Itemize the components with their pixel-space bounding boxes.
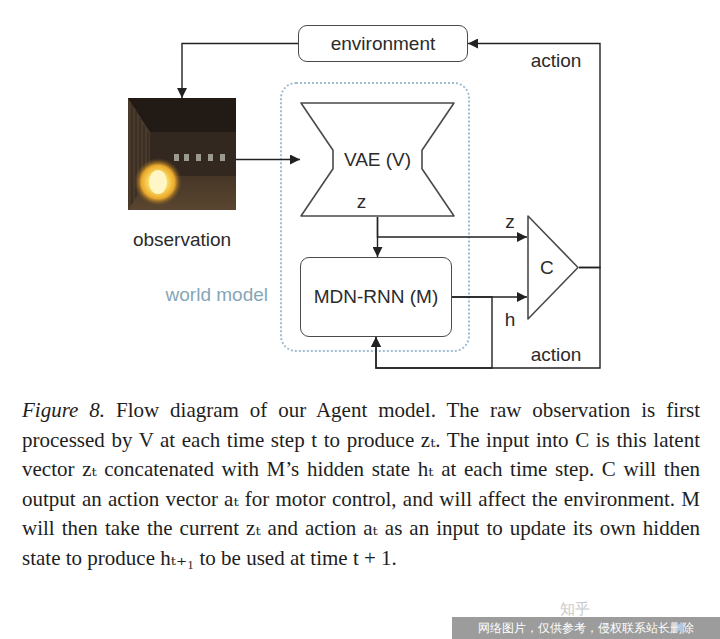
controller-triangle: C [527,215,579,320]
distant-item [174,154,179,161]
connector-arrow [468,44,600,268]
node-label: C [540,257,554,279]
caption-lead: Figure 8. [22,398,105,422]
edge-label: action [531,50,582,72]
edge-label: action [531,344,582,366]
node-label: environment [331,33,436,55]
triangle-shape [528,216,578,319]
node-label: VAE (V) [300,149,455,171]
connector-arrow [376,268,600,369]
watermark: 网络图片，仅供参考，侵权联系站长删除 [452,617,720,639]
connector-arrow [378,217,528,237]
rnn-box: MDN-RNN (M) [300,257,452,337]
wall-seam [132,104,133,204]
connector-arrow [376,297,492,368]
figure-caption: Figure 8. Flow diagram of our Agent mode… [22,396,700,573]
edge-label: h [505,309,516,331]
world-model-group: world modelVAE (V)MDN-RNN (M) [280,82,470,352]
frame-background [128,98,236,210]
node-label: world model [130,284,268,306]
vae-hourglass: VAE (V) [300,102,455,217]
fireball-core [149,170,167,194]
edge-label: z [505,211,515,233]
distant-item [184,154,189,161]
connector-arrow [236,159,300,160]
connector-arrow [182,44,298,99]
node-label: MDN-RNN (M) [314,286,439,308]
distant-item [220,154,225,161]
connector-arrow [377,217,378,257]
observation-image: observation [128,98,236,210]
fireball-glow [134,158,182,206]
environment-box: environment [298,25,468,62]
distant-item [208,154,213,161]
edge-label: z [357,191,367,213]
game-frame [128,98,236,210]
distant-item [196,154,201,161]
node-label: observation [92,229,272,251]
connector-arrow [452,296,527,297]
hourglass-shape [301,103,454,216]
